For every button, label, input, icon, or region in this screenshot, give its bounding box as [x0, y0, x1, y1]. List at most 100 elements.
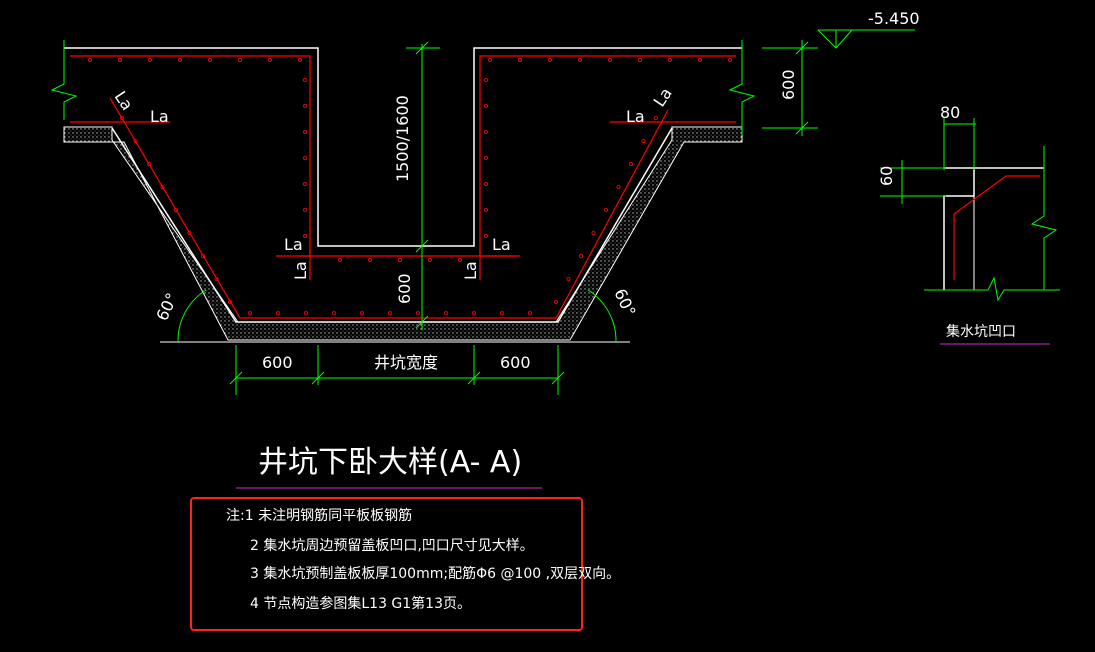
la-label-4: La: [650, 84, 676, 110]
rebar-dot: [728, 58, 733, 63]
note-line-2: 2 集水坑周边预留盖板凹口,凹口尺寸见大样。: [250, 537, 534, 554]
rebar-dot: [483, 78, 488, 83]
rebar-dot: [120, 116, 125, 121]
rebar-dot: [302, 78, 307, 83]
rebar-dot: [146, 161, 151, 166]
break-line-right: [728, 40, 756, 135]
dim-top-600: 600: [779, 69, 798, 100]
rebar-dot: [302, 233, 307, 238]
note-line-3: 3 集水坑预制盖板板厚100mm;配筋Φ6 @100 ,双层双向。: [250, 565, 620, 582]
rebar-dot: [487, 58, 492, 63]
rebar-dot: [427, 257, 432, 262]
rebar-dot: [303, 310, 308, 315]
detail-dim-80: 80: [940, 103, 960, 122]
rebar-dot: [499, 310, 504, 315]
rebar-dot: [616, 184, 621, 189]
angle-left: 60°: [152, 290, 181, 324]
rebar-dot: [227, 299, 232, 304]
rebar-dot: [457, 257, 462, 262]
rebar-dots: [88, 58, 733, 315]
rebar-dot: [367, 257, 372, 262]
rebar-dot: [548, 58, 553, 63]
note-line-4: 4 节点构造参图集L13 G1第13页。: [250, 595, 471, 612]
rebar-dot: [267, 58, 272, 63]
la-label-8: La: [461, 261, 480, 280]
la-label-7: La: [492, 235, 511, 254]
rebar-dot: [629, 161, 634, 166]
dim-inner-600: 600: [395, 273, 414, 304]
la-label-1: La: [150, 107, 169, 126]
rebar-dot: [200, 253, 205, 258]
rebar-dot: [554, 299, 559, 304]
rebar-dot: [698, 58, 703, 63]
rebar-dot: [118, 58, 123, 63]
drawing-title: 井坑下卧大样(A- A): [258, 445, 522, 480]
rebar-dot: [668, 58, 673, 63]
rebar-dot: [483, 104, 488, 109]
dim-depth: 1500/1600: [393, 95, 412, 182]
dim-bottom-mid: 井坑宽度: [374, 353, 438, 372]
rebar-dot: [302, 181, 307, 186]
rebar-dot: [187, 230, 192, 235]
rebar-dot: [578, 58, 583, 63]
rebar-dot: [359, 310, 364, 315]
rebar-dot: [483, 181, 488, 186]
la-label-2: La: [111, 88, 137, 114]
concrete-outline: [64, 47, 742, 247]
rebar-dot: [471, 310, 476, 315]
angle-right: 60°: [610, 286, 639, 320]
rebar-dot: [133, 138, 138, 143]
dim-bottom-right: 600: [500, 353, 531, 372]
rebar-dot: [331, 310, 336, 315]
rebar-dot: [638, 58, 643, 63]
notes-box: [190, 497, 583, 631]
rebar-dot: [275, 310, 280, 315]
rebar-dot: [654, 116, 659, 121]
rebar-dot: [214, 276, 219, 281]
rebar-dot: [337, 257, 342, 262]
rebar-dot: [302, 155, 307, 160]
rebar-dot: [177, 58, 182, 63]
rebar-dot: [415, 310, 420, 315]
rebar-dot: [528, 310, 533, 315]
elevation-label: -5.450: [868, 9, 920, 28]
note-line-1: 注:1 未注明钢筋同平板板钢筋: [226, 507, 412, 524]
rebar-dot: [247, 310, 252, 315]
rebar-dot: [88, 58, 93, 63]
concrete-bottom: [111, 127, 673, 323]
rebar-dot: [207, 58, 212, 63]
break-line-left: [50, 40, 78, 120]
dim-bottom-left: 600: [262, 353, 293, 372]
rebar-dot: [483, 129, 488, 134]
rebar-dot: [604, 207, 609, 212]
rebar-dot: [160, 184, 165, 189]
rebar-dot: [173, 207, 178, 212]
la-label-5: La: [284, 235, 303, 254]
rebar-dot: [302, 104, 307, 109]
rebar-dot: [518, 58, 523, 63]
rebar-dot: [579, 253, 584, 258]
rebar-dot: [387, 310, 392, 315]
rebar-dot: [147, 58, 152, 63]
rebars: [70, 55, 736, 319]
rebar-dot: [397, 257, 402, 262]
rebar-dot: [483, 207, 488, 212]
rebar-dot: [237, 58, 242, 63]
detail-dim-60: 60: [877, 166, 896, 186]
detail-caption: 集水坑凹口: [946, 323, 1016, 340]
notch-detail: 80 60 集水坑凹口: [877, 103, 1060, 345]
pit-section: -5.450 600 1500/1600 600 600 井坑宽度 600 La…: [50, 9, 920, 395]
rebar-dot: [302, 207, 307, 212]
rebar-dot: [483, 233, 488, 238]
rebar-dot: [591, 230, 596, 235]
rebar-dot: [302, 129, 307, 134]
rebar-dot: [566, 276, 571, 281]
la-label-3: La: [626, 107, 645, 126]
rebar-dot: [483, 155, 488, 160]
rebar-dot: [641, 138, 646, 143]
rebar-dot: [443, 310, 448, 315]
rebar-dot: [297, 58, 302, 63]
dimension-lines: [177, 29, 915, 395]
rebar-dot: [608, 58, 613, 63]
